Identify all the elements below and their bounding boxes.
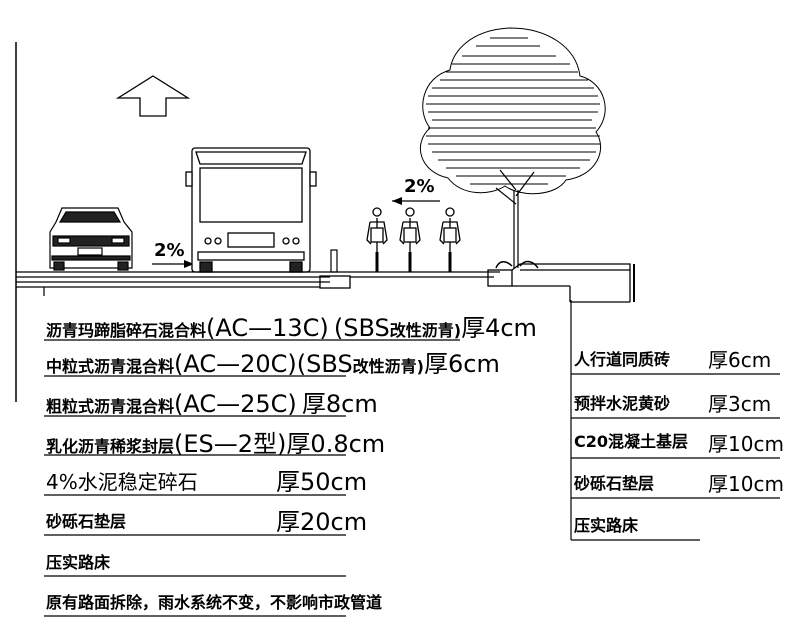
road-layer-3-spec: (AC—25C) [174, 390, 297, 418]
pavement-surface [16, 263, 635, 303]
road-layer-2-spec: (AC—20C) [174, 350, 297, 378]
sidewalk-layer-3-thickness-wrap: 厚10cm [708, 434, 784, 454]
road-layer-5-thickness: 厚50cm [276, 468, 368, 496]
road-layer-6-name: 砂砾石垫层 [46, 512, 127, 531]
road-layer-7-name: 压实路床 [46, 553, 111, 572]
road-layer-2-extra-small: 改性沥青) [352, 357, 424, 376]
road-layer-1-extra: (SBS [333, 314, 390, 342]
tree-icon [419, 27, 606, 269]
bike-slope-label: 2% [404, 176, 435, 197]
lane-separator-post [330, 249, 338, 273]
bus-icon [185, 147, 317, 273]
road-layer-6-thickness-wrap: 厚20cm [276, 510, 367, 534]
road-layer-2-name: 中粒式沥青混合料 [46, 357, 175, 376]
sidewalk-layer-1-thickness: 厚6cm [708, 348, 772, 372]
road-layer-underlines [44, 339, 460, 617]
sidewalk-layer-4-thickness-wrap: 厚10cm [708, 474, 784, 494]
sidewalk-layer-5: 压实路床 [574, 518, 638, 534]
sidewalk-layer-3: C20混凝土基层 [574, 434, 688, 450]
road-layer-8-name: 原有路面拆除，雨水系统不变，不影响市政管道 [46, 593, 383, 612]
sidewalk-layer-underlines [571, 373, 780, 541]
road-layer-3-thickness: 厚8cm [301, 390, 378, 418]
sidewalk-layer-2-thickness: 厚3cm [708, 392, 772, 416]
sidewalk-layer-3-name: C20混凝土基层 [574, 432, 689, 451]
road-layer-5-name: 4%水泥稳定碎石 [46, 470, 198, 494]
road-layer-2-thickness: 厚6cm [424, 350, 500, 378]
road-layer-6: 砂砾石垫层 [46, 514, 126, 530]
cyclist-icon [439, 207, 461, 272]
road-layer-2: 中粒式沥青混合料(AC—20C)(SBS改性沥青)厚6cm [46, 352, 500, 376]
road-slope-label: 2% [154, 240, 185, 261]
sidewalk-layer-5-name: 压实路床 [574, 516, 639, 535]
road-layer-5-thickness-wrap: 厚50cm [276, 470, 367, 494]
road-layer-7: 压实路床 [46, 555, 110, 571]
cyclist-icon [366, 207, 388, 272]
road-layer-4: 乳化沥青稀浆封层(ES—2型)厚0.8cm [46, 432, 385, 456]
road-layer-2-extra: (SBS [296, 350, 353, 378]
road-layer-8: 原有路面拆除，雨水系统不变，不影响市政管道 [46, 595, 382, 611]
road-layer-4-name: 乳化沥青稀浆封层 [46, 437, 175, 456]
bike-slope-arrowhead [392, 197, 402, 205]
sidewalk-layer-3-thickness: 厚10cm [708, 432, 784, 456]
sidewalk-layer-1: 人行道同质砖 [574, 352, 670, 368]
sidewalk-layer-2-name: 预拌水泥黄砂 [574, 394, 671, 413]
sidewalk-layer-4-thickness: 厚10cm [708, 472, 784, 496]
road-layer-3: 粗粒式沥青混合料(AC—25C) 厚8cm [46, 392, 378, 416]
sidewalk-layer-2-thickness-wrap: 厚3cm [708, 394, 771, 414]
road-layer-6-thickness: 厚20cm [276, 508, 368, 536]
road-layer-1-spec: (AC—13C) [206, 314, 329, 342]
sidewalk-layer-4-name: 砂砾石垫层 [574, 474, 655, 493]
road-layer-5: 4%水泥稳定碎石 [46, 472, 198, 492]
road-slope-arrowhead [184, 260, 194, 268]
direction-arrow-icon [115, 75, 191, 117]
road-layer-3-name: 粗粒式沥青混合料 [46, 397, 175, 416]
sidewalk-layer-1-thickness-wrap: 厚6cm [708, 350, 771, 370]
sidewalk-layer-2: 预拌水泥黄砂 [574, 396, 670, 412]
road-layer-1-extra-small: 改性沥青) [389, 321, 462, 340]
car-icon [49, 207, 133, 271]
cyclist-icon [399, 207, 421, 272]
road-layer-4-thickness: 厚0.8cm [286, 430, 386, 458]
road-layer-1-thickness: 厚4cm [461, 314, 537, 342]
sidewalk-layer-1-name: 人行道同质砖 [574, 350, 671, 369]
road-layer-4-spec: (ES—2型) [174, 430, 287, 458]
sidewalk-layer-4: 砂砾石垫层 [574, 476, 654, 492]
road-layer-1: 沥青玛蹄脂碎石混合料(AC—13C) (SBS改性沥青)厚4cm [46, 316, 537, 340]
road-layer-1-name: 沥青玛蹄脂碎石混合料 [46, 321, 207, 340]
